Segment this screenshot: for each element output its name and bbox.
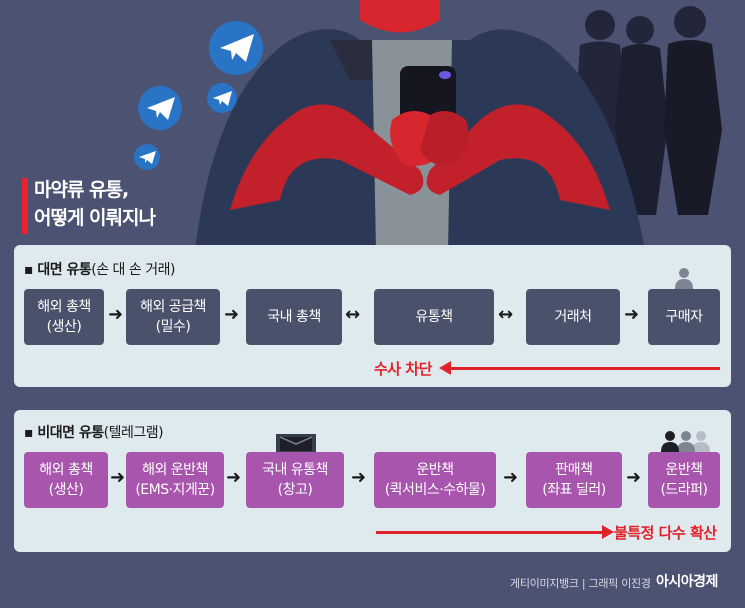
section-heading-main: ▪ 대면 유통 xyxy=(24,262,92,278)
section-heading: ▪ 대면 유통(손 대 손 거래) xyxy=(24,259,175,279)
node-label: 해외 운반책 xyxy=(142,462,208,478)
node-sublabel: (창고) xyxy=(277,482,313,498)
person-with-phone xyxy=(195,0,645,250)
telegram-icon xyxy=(138,86,182,130)
node-sublabel: (드라퍼) xyxy=(660,482,708,498)
node-label: 해외 공급책 xyxy=(140,299,206,315)
red-arrow-line xyxy=(450,367,720,370)
title-line-2: 어떻게 이뤄지나 xyxy=(34,207,156,229)
node-label: 유통책 xyxy=(415,309,453,325)
investigation-block-note: 수사 차단 xyxy=(374,360,432,378)
red-arrowhead xyxy=(602,525,614,539)
node-label: 판매책 xyxy=(555,462,593,478)
node-label: 해외 총책 xyxy=(39,462,93,478)
node-sublabel: (생산) xyxy=(46,319,82,335)
node-label: 국내 유통책 xyxy=(262,462,328,478)
flow-node: 유통책 xyxy=(374,289,494,345)
flow-node: 판매책 (좌표 딜러) xyxy=(526,452,622,508)
node-label: 구매자 xyxy=(665,309,703,325)
red-arrowhead xyxy=(439,361,451,375)
section-heading-sub: (텔레그램) xyxy=(103,425,164,441)
mass-spread-note: 불특정 다수 확산 xyxy=(614,524,717,542)
people-group-icon xyxy=(661,431,710,452)
telegram-icon xyxy=(134,144,160,170)
flow-node: 국내 유통책 (창고) xyxy=(246,452,344,508)
title-accent-bar xyxy=(22,178,28,234)
flow-node: 해외 총책 (생산) xyxy=(24,452,108,508)
node-sublabel: (EMS·지게꾼) xyxy=(135,482,215,498)
node-sublabel: (좌표 딜러) xyxy=(542,482,606,498)
flow-arrow: ➜ xyxy=(626,467,642,488)
page-title: 마약류 유통, 어떻게 이뤄지나 xyxy=(34,176,156,232)
node-label: 운반책 xyxy=(665,462,703,478)
flow-arrow: ↔ xyxy=(498,304,514,325)
flow-arrow: ➜ xyxy=(226,467,242,488)
node-label: 국내 총책 xyxy=(267,309,321,325)
non-face-to-face-panel: ▪ 비대면 유통(텔레그램) 해외 총책 (생산) ➜ 해외 운반책 (EMS·지게… xyxy=(14,410,731,552)
section-heading-main: ▪ 비대면 유통 xyxy=(24,425,104,441)
flow-node: 구매자 xyxy=(648,289,720,345)
flow-node: 국내 총책 xyxy=(246,289,342,345)
node-sublabel: (퀵서비스·수하물) xyxy=(384,482,486,498)
hero-illustration xyxy=(134,0,722,250)
flow-arrow: ➜ xyxy=(351,467,367,488)
flow-node: 해외 공급책 (밀수) xyxy=(126,289,220,345)
node-sublabel: (밀수) xyxy=(155,319,191,335)
face-to-face-panel: ▪ 대면 유통(손 대 손 거래) 해외 총책 (생산) ➜ 해외 공급책 (밀수)… xyxy=(14,245,731,387)
flow-arrow: ➜ xyxy=(110,467,126,488)
telegram-icon xyxy=(207,83,237,113)
node-label: 거래처 xyxy=(554,309,592,325)
node-sublabel: (생산) xyxy=(48,482,84,498)
flow-node: 거래처 xyxy=(526,289,620,345)
section-heading-sub: (손 대 손 거래) xyxy=(91,262,175,278)
node-label: 해외 총책 xyxy=(37,299,91,315)
flow-node: 해외 총책 (생산) xyxy=(24,289,104,345)
flow-node: 운반책 (퀵서비스·수하물) xyxy=(374,452,496,508)
flow-node: 운반책 (드라퍼) xyxy=(648,452,720,508)
flow-arrow: ↔ xyxy=(345,304,361,325)
flow-arrow: ➜ xyxy=(108,304,124,325)
red-arrow-line xyxy=(376,531,606,534)
flow-arrow: ➜ xyxy=(503,467,519,488)
flow-arrow: ➜ xyxy=(624,304,640,325)
title-line-1: 마약류 유통, xyxy=(34,179,129,201)
telegram-icon xyxy=(209,21,263,75)
person-icon xyxy=(675,268,693,289)
flow-arrow: ➜ xyxy=(224,304,240,325)
warehouse-box-icon xyxy=(276,434,316,454)
section-heading: ▪ 비대면 유통(텔레그램) xyxy=(24,422,164,442)
flow-node: 해외 운반책 (EMS·지게꾼) xyxy=(126,452,224,508)
image-credit: 게티이미지뱅크 | 그래픽 이진경 xyxy=(510,577,651,590)
node-label: 운반책 xyxy=(416,462,454,478)
brand-logo: 아시아경제 xyxy=(656,574,718,590)
